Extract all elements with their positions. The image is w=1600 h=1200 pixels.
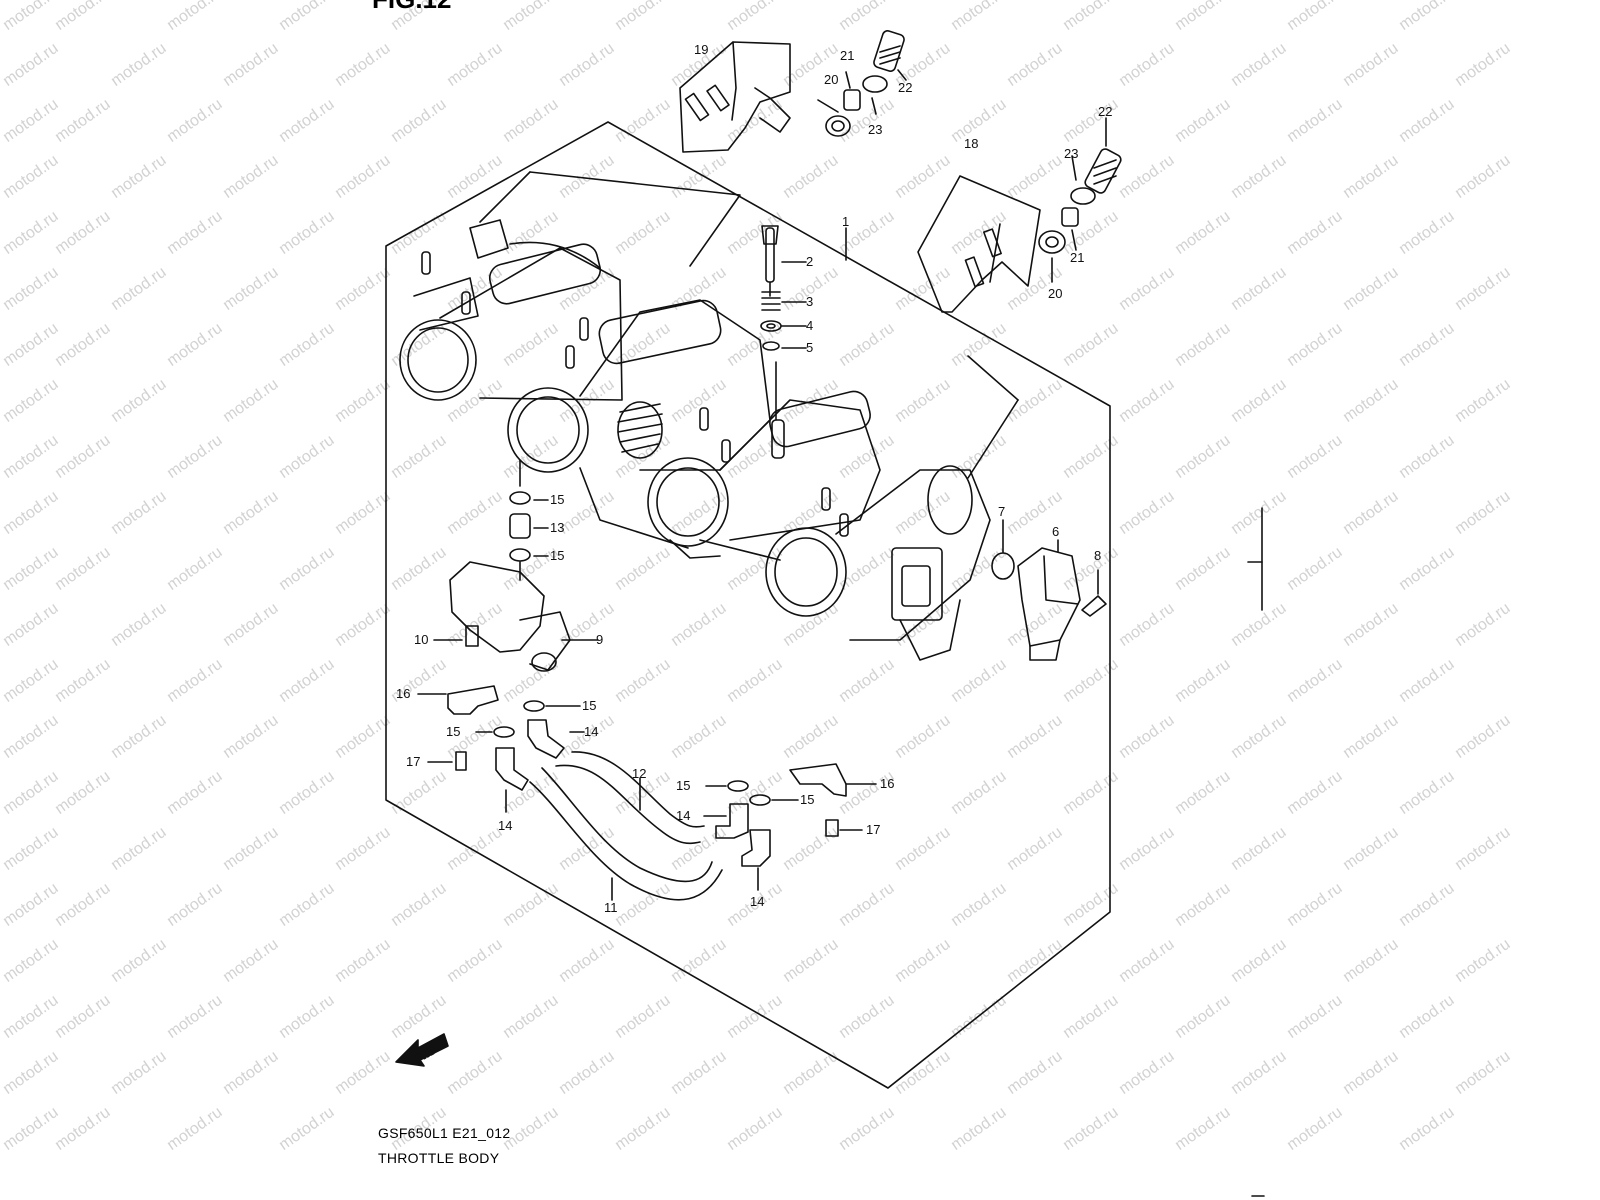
callout-9: 9 [596, 632, 603, 647]
leader-line-bracket-18b [967, 355, 1019, 401]
bolt-17-right [825, 819, 863, 837]
callout-14b: 14 [498, 818, 512, 833]
assembly-outline-box [385, 121, 1111, 1089]
callout-15b: 15 [550, 548, 564, 563]
callout-2: 2 [806, 254, 813, 269]
forward-arrow-icon [395, 1033, 449, 1067]
o-ring-7 [991, 519, 1015, 580]
callout-10: 10 [414, 632, 428, 647]
hose-11 [529, 767, 723, 901]
screw-8 [1081, 569, 1107, 617]
bracket-hardware-right [1038, 117, 1122, 283]
callout-23a: 23 [868, 122, 882, 137]
callout-22a: 22 [898, 80, 912, 95]
callout-15c: 15 [582, 698, 596, 713]
valve-9 [449, 561, 599, 672]
callout-21a: 21 [840, 48, 854, 63]
callout-22b: 22 [1098, 104, 1112, 119]
leader-line-bracket-19b [529, 171, 741, 267]
washer-4 [760, 320, 807, 332]
adjust-screw-2 [761, 225, 807, 297]
clamp-16-left [417, 685, 499, 715]
callout-17a: 17 [406, 754, 420, 769]
callout-14c: 14 [676, 808, 690, 823]
callout-5: 5 [806, 340, 813, 355]
bolt-10 [433, 625, 479, 647]
elbow-14-b [495, 747, 529, 813]
callout-18: 18 [964, 136, 978, 151]
throttle-body-assembly [399, 219, 991, 661]
figure-section-name: THROTTLE BODY [378, 1150, 500, 1166]
callout-8: 8 [1094, 548, 1101, 563]
bracket-19 [679, 41, 791, 153]
spring-3 [761, 291, 807, 311]
callout-15f: 15 [800, 792, 814, 807]
callout-11: 11 [604, 900, 618, 915]
callout-21b: 21 [1070, 250, 1084, 265]
callout-16b: 16 [880, 776, 894, 791]
leader-line-bracket-18 [967, 399, 1019, 479]
callout-17b: 17 [866, 822, 880, 837]
joint-13-stack [509, 459, 549, 581]
callout-20a: 20 [824, 72, 838, 87]
callout-15a: 15 [550, 492, 564, 507]
bracket-18 [917, 175, 1041, 313]
callout-23b: 23 [1064, 146, 1078, 161]
elbow-14-c [703, 803, 749, 839]
callout-14d: 14 [750, 894, 764, 909]
callout-4: 4 [806, 318, 813, 333]
elbow-14-a [527, 719, 585, 759]
bolt-17-left [427, 751, 467, 771]
sensor-6 [1017, 539, 1081, 661]
callout-16a: 16 [396, 686, 410, 701]
clamp-16-right [789, 763, 877, 797]
callout-1: 1 [842, 214, 849, 229]
o-ring-5 [762, 341, 807, 421]
hose-12 [555, 751, 705, 845]
callout-19: 19 [694, 42, 708, 57]
bracket-hardware-left [817, 30, 907, 137]
callout-20b: 20 [1048, 286, 1062, 301]
callout-6: 6 [1052, 524, 1059, 539]
figure-model-code: GSF650L1 E21_012 [378, 1125, 511, 1141]
callout-15e: 15 [676, 778, 690, 793]
o-rings-15 [475, 700, 799, 806]
callout-3: 3 [806, 294, 813, 309]
callout-12: 12 [632, 766, 646, 781]
callout-15d: 15 [446, 724, 460, 739]
leader-line-bracket-19 [479, 171, 531, 223]
callout-13: 13 [550, 520, 564, 535]
figure-title: FIG.12 [372, 0, 451, 15]
elbow-14-d [741, 829, 771, 891]
callout-14a: 14 [584, 724, 598, 739]
callout-number-layer: 1 2 3 4 5 6 7 8 9 10 11 12 13 14 14 14 1… [396, 42, 1112, 915]
callout-7: 7 [998, 504, 1005, 519]
